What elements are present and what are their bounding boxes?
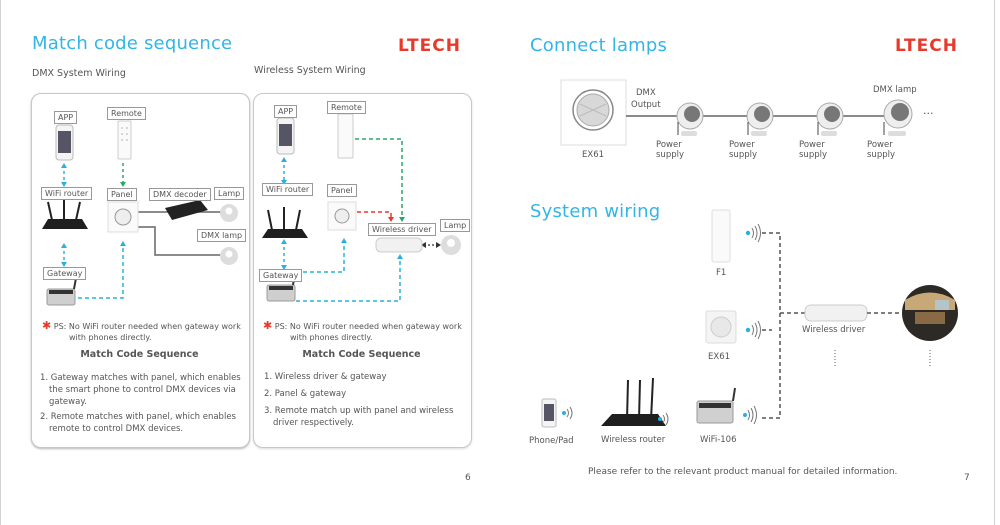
page-border-right [994,0,995,525]
w-tag-gateway: Gateway [259,269,303,282]
w-tag-remote: Remote [327,101,366,114]
gateway-device-icon [46,277,77,306]
f1-remote-icon [711,209,731,263]
page-title-system-wiring: System wiring [530,201,661,222]
dmx-ps-note: ✱ PS: No WiFi router needed when gateway… [42,319,241,342]
dmx-wiring-heading: DMX System Wiring [32,68,126,79]
system-bus-line [762,232,781,419]
wireless-wiring-heading: Wireless System Wiring [254,65,366,76]
w-tag-wifi-router: WiFi router [262,183,314,196]
tag-dmx-lamp: DMX lamp [197,229,247,242]
wireless-signal-icon-f1 [745,223,761,243]
asterisk-icon: ✱ [42,319,52,332]
more-lamps-ellipsis: ··· [923,107,934,120]
page-number-left: 6 [465,473,471,483]
wifi-router-icon [42,200,88,229]
footer-note: Please refer to the relevant product man… [588,467,898,477]
label-wireless-router: Wireless router [601,435,666,445]
w-link-gateway-panel [296,240,345,273]
phone-icon [55,124,74,161]
tag-lamp: Lamp [214,187,245,200]
ex61-panel-icon [560,79,627,146]
ltech-logo-left: LTECH [398,36,461,56]
dmx-step-2: 2. Remote matches with panel, which enab… [40,412,236,434]
page-border-left [0,0,1,525]
tag-dmx-decoder: DMX decoder [149,188,211,201]
label-dmx: DMX [636,88,656,98]
remote-control-icon [117,120,132,160]
ex61-knob-icon [705,310,737,344]
asterisk-icon: ✱ [263,319,273,332]
dmx-decoder-icon [165,200,208,220]
w-tag-panel: Panel [327,184,357,197]
label-ex61-controller: EX61 [582,150,605,160]
wireless-step-2: 2. Panel & gateway [264,389,347,399]
label-wireless-driver: Wireless driver [802,325,866,335]
w-link-gateway-driver [296,256,401,302]
tag-gateway: Gateway [43,267,87,280]
wireless-step-1: 1. Wireless driver & gateway [264,372,387,382]
w-tag-wireless-driver: Wireless driver [368,223,436,236]
w-link-remote-driver [355,138,403,220]
w-panel-icon [327,201,357,231]
tag-remote: Remote [107,107,146,120]
wireless-signal-icon-gateway [743,405,757,425]
w-remote-control-icon [337,113,354,159]
label-output: Output [631,100,661,110]
page-title-match-code: Match code sequence [32,33,233,54]
dmx-spotlight-icon-1 [676,102,704,136]
dmx-spotlight-icon-4 [883,99,913,136]
wireless-driver-icon [375,237,423,253]
lamp-bulb-icon [220,204,238,222]
page-number-right: 7 [964,473,970,483]
tag-wifi-router: WiFi router [41,187,93,200]
wifi-106-gateway-icon [696,387,736,424]
dmx-sequence-title: Match Code Sequence [80,349,199,360]
dmx-lamp-bulb-icon [220,247,238,265]
label-ex61: EX61 [708,352,731,362]
page-title-connect-lamps: Connect lamps [530,35,668,56]
wireless-step-3: 3. Remote match up with panel and wirele… [264,406,454,428]
w-tag-lamp: Lamp [440,219,471,232]
ltech-logo-right: LTECH [895,36,958,56]
tag-panel: Panel [107,188,137,201]
panel-icon [107,201,139,233]
w-phone-icon [276,117,295,155]
phone-pad-icon [541,398,557,428]
wireless-sequence-title: Match Code Sequence [302,349,421,360]
dmx-spotlight-icon-3 [816,102,844,136]
label-phone-pad: Phone/Pad [529,436,574,446]
wireless-ps-note: ✱ PS: No WiFi router needed when gateway… [263,319,462,342]
w-tag-app: APP [274,105,298,118]
w-lamp-bulb-icon [441,235,461,255]
label-f1: F1 [716,268,727,278]
wireless-signal-icon-router [658,412,669,426]
wireless-router-icon [601,377,666,426]
system-wireless-driver-icon [804,304,868,322]
link-gateway-panel [78,243,124,299]
room-lighting-photo [902,285,958,341]
tag-app: APP [54,111,78,124]
wireless-signal-icon-ex61 [745,320,761,340]
label-wifi-106: WiFi-106 [700,435,737,445]
arrow-down [61,182,67,187]
w-wifi-router-icon [262,207,308,238]
dmx-step-1: 1. Gateway matches with panel, which ena… [40,373,241,407]
label-dmx-lamp: DMX lamp [873,85,917,95]
dmx-spotlight-icon-2 [746,102,774,136]
wireless-signal-icon-phone [562,406,573,420]
arrow-up [61,163,67,168]
wire-panel-dmxlamp [138,226,222,256]
